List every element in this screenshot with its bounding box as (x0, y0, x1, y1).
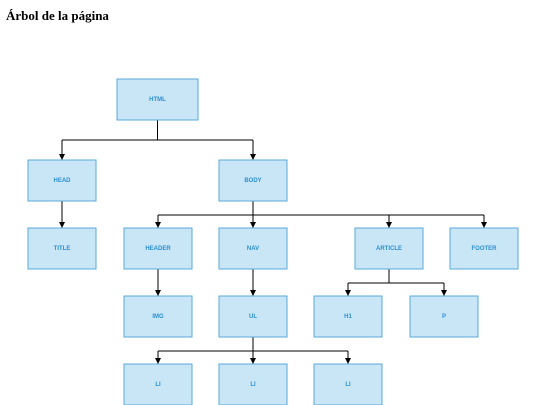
node-box (123, 227, 193, 270)
node-body: BODY (218, 159, 288, 202)
node-li1: LI (123, 363, 193, 405)
node-label: TITLE (54, 246, 71, 252)
nodes-layer: HTML HEAD BODY TITLE HEADER NAV ARTICLE FOOTER I… (27, 78, 519, 405)
node-box (313, 295, 383, 338)
node-li3: LI (313, 363, 383, 405)
node-label: HEADER (145, 246, 171, 252)
node-label: H1 (344, 314, 352, 320)
edge-html (59, 120, 256, 160)
node-footer: FOOTER (449, 227, 519, 270)
node-ul: UL (218, 295, 288, 338)
node-box (218, 295, 288, 338)
node-box (123, 363, 193, 405)
edge-ul (155, 337, 351, 364)
node-box (123, 295, 193, 338)
node-box (409, 295, 479, 338)
node-box (218, 227, 288, 270)
node-html: HTML (116, 78, 199, 121)
node-img: IMG (123, 295, 193, 338)
node-label: HTML (149, 97, 166, 103)
node-label: UL (249, 314, 257, 320)
node-box (116, 78, 199, 121)
node-label: ARTICLE (376, 246, 402, 252)
node-header: HEADER (123, 227, 193, 270)
node-label: HEAD (53, 178, 71, 184)
node-box (27, 227, 97, 270)
node-h1: H1 (313, 295, 383, 338)
page-title: Árbol de la página (6, 8, 109, 23)
node-label: BODY (244, 178, 261, 184)
node-label: LI (345, 382, 351, 388)
node-box (313, 363, 383, 405)
node-article: ARTICLE (354, 227, 424, 270)
node-box (354, 227, 424, 270)
node-title: TITLE (27, 227, 97, 270)
node-label: FOOTER (472, 246, 498, 252)
edge-article (345, 269, 447, 296)
node-label: P (442, 314, 446, 320)
node-p: P (409, 295, 479, 338)
edge-body (155, 201, 487, 228)
edges-layer (59, 120, 487, 364)
node-label: NAV (247, 246, 259, 252)
node-label: LI (250, 382, 256, 388)
node-box (449, 227, 519, 270)
node-box (27, 159, 97, 202)
node-nav: NAV (218, 227, 288, 270)
node-box (218, 363, 288, 405)
node-box (218, 159, 288, 202)
node-label: LI (155, 382, 161, 388)
node-li2: LI (218, 363, 288, 405)
node-head: HEAD (27, 159, 97, 202)
node-label: IMG (152, 314, 164, 320)
